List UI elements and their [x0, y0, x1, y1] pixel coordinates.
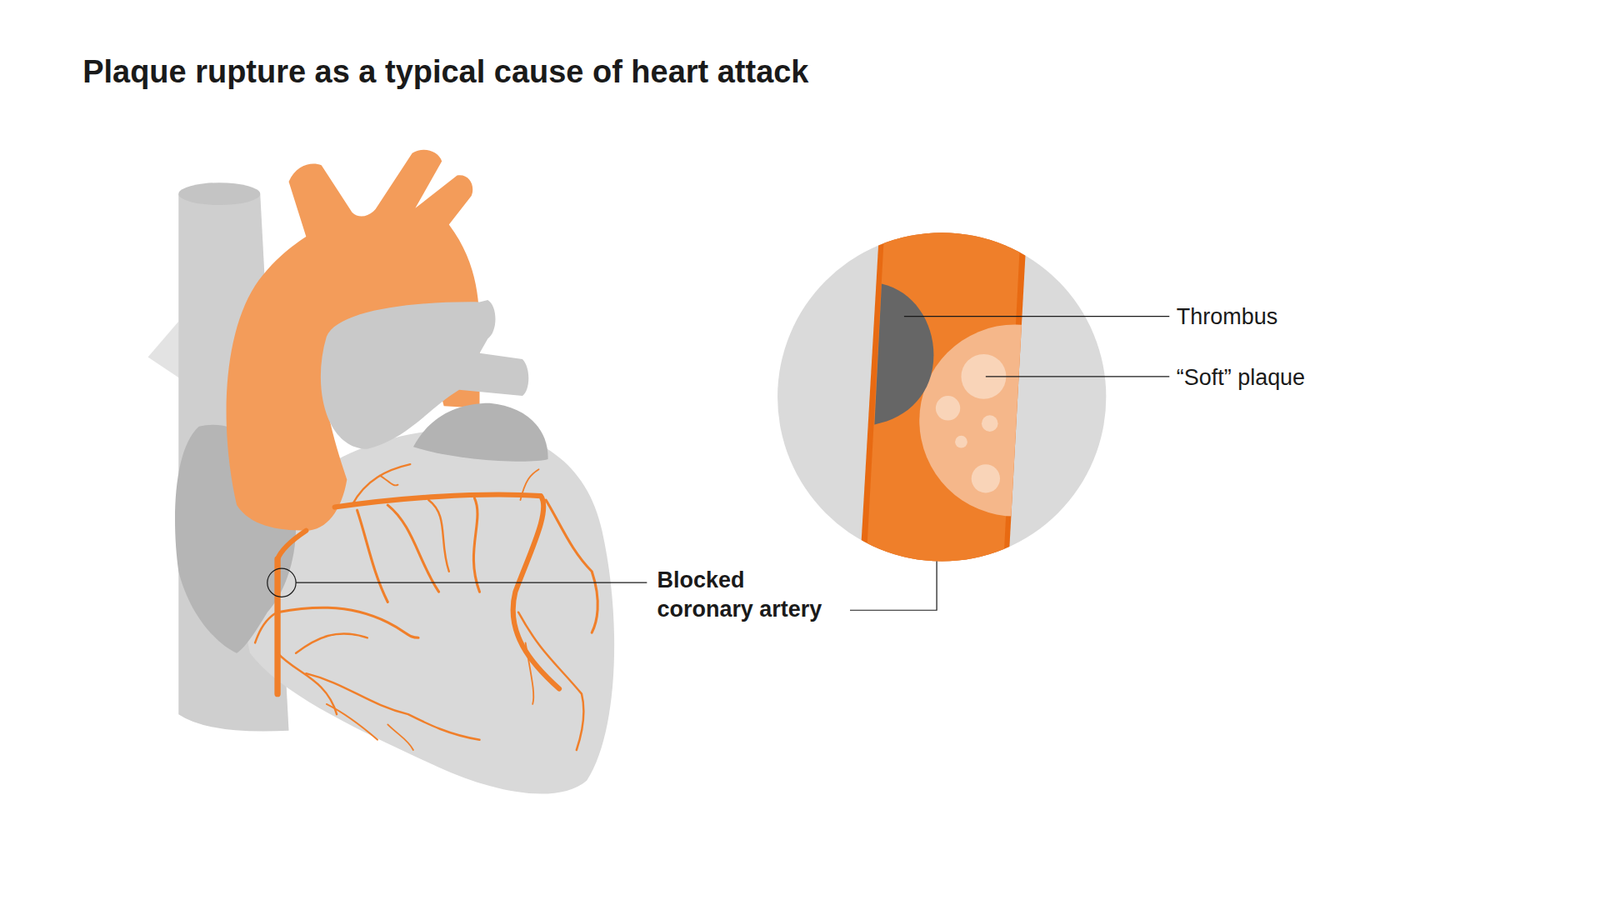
blocked-site-marker — [267, 568, 296, 597]
diagram-title: Plaque rupture as a typical cause of hea… — [82, 53, 809, 92]
thrombus-label: Thrombus — [1176, 303, 1278, 332]
artery-label: Blocked coronary artery — [657, 566, 838, 625]
coronary-arteries — [255, 464, 598, 750]
plaque-label: “Soft” plaque — [1176, 363, 1305, 392]
left-atrium — [413, 403, 549, 462]
leader-lines — [295, 316, 1170, 611]
magnified-artery — [777, 224, 1111, 571]
